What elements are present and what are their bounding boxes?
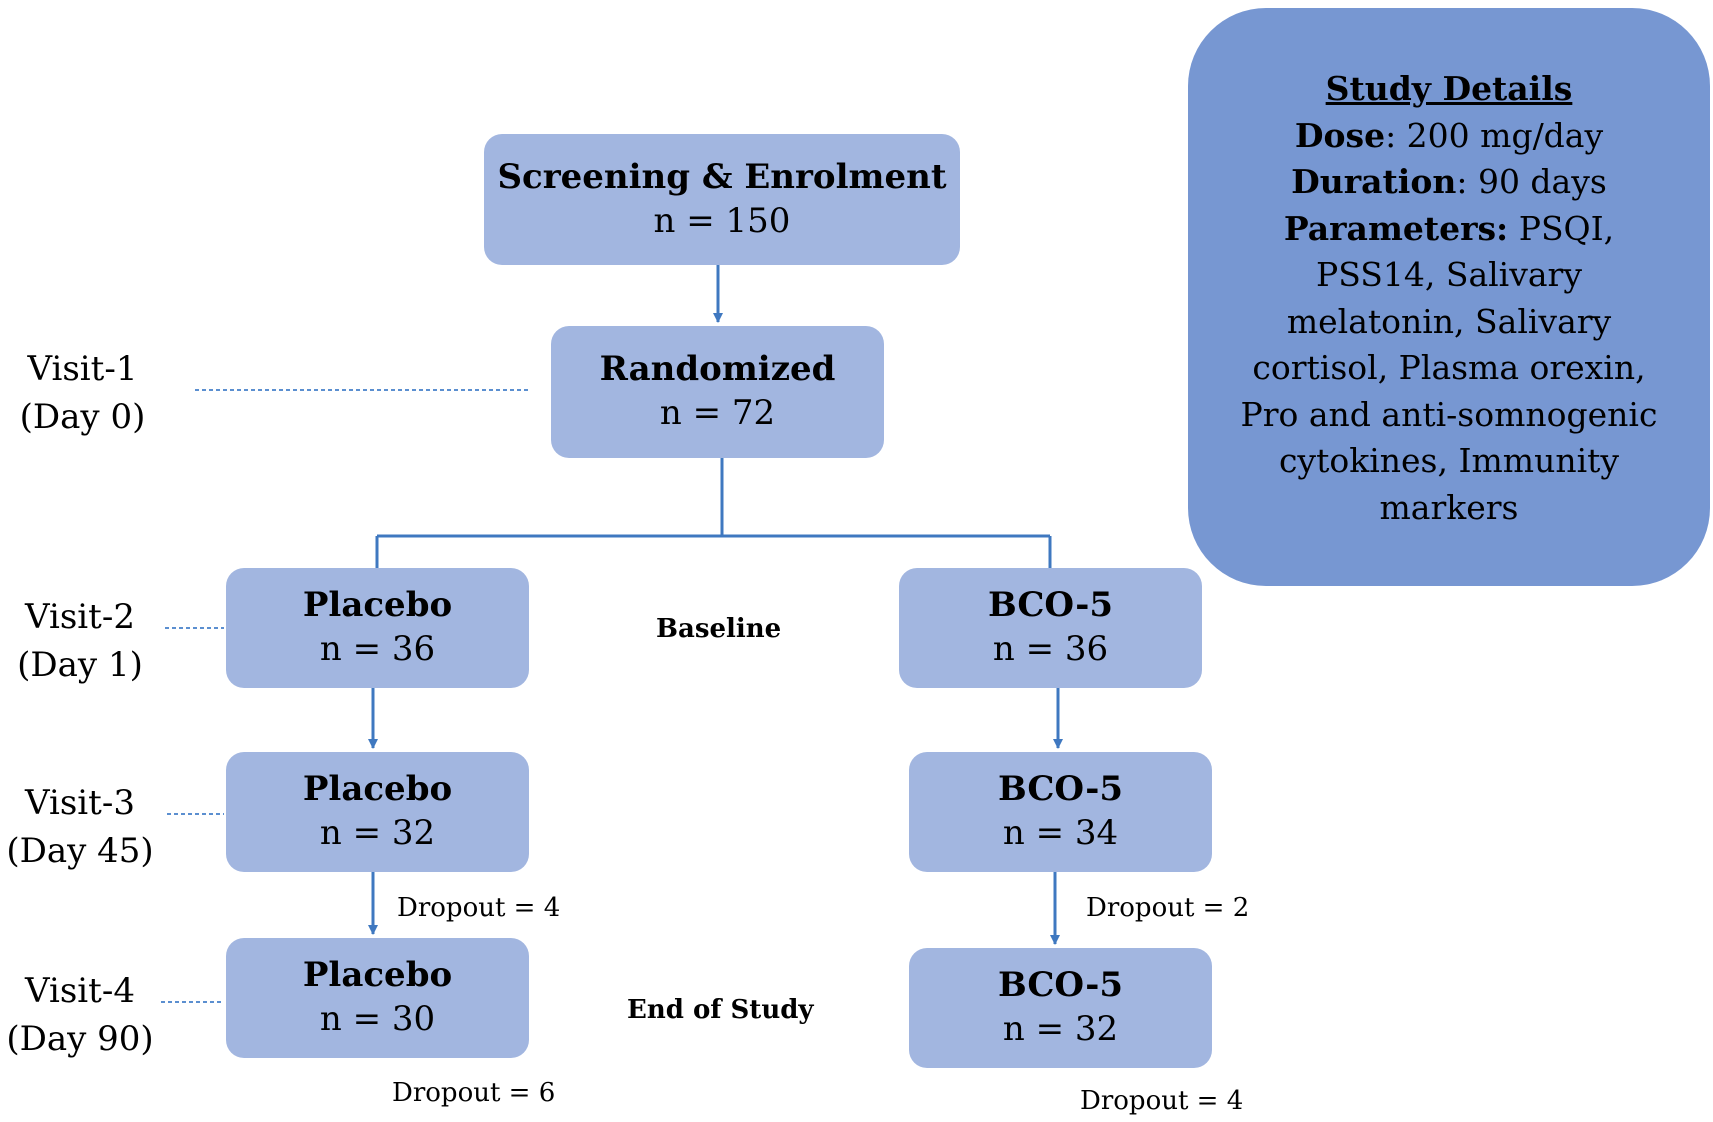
visit-name: Visit-1 — [27, 349, 138, 389]
duration-line: Duration: 90 days — [1212, 159, 1686, 206]
box-count: n = 36 — [319, 629, 436, 669]
parameters-text: PSS14, Salivary — [1316, 255, 1582, 295]
screening-enrolment-box: Screening & Enrolment n = 150 — [484, 134, 960, 265]
parameters-line: Parameters: PSQI, — [1212, 206, 1686, 253]
visit-3-label: Visit-3 (Day 45) — [0, 780, 160, 875]
box-count: n = 32 — [319, 813, 436, 853]
placebo-visit-3-dropout: Dropout = 4 — [397, 893, 561, 923]
box-title: Screening & Enrolment — [497, 156, 947, 197]
visit-1-label: Visit-1 (Day 0) — [0, 346, 165, 441]
baseline-label: Baseline — [656, 614, 782, 644]
visit-name: Visit-2 — [25, 597, 135, 637]
visit-day: (Day 1) — [17, 644, 143, 685]
placebo-visit-4-box: Placebo n = 30 — [226, 938, 529, 1058]
end-of-study-label: End of Study — [627, 995, 814, 1025]
parameters-label: Parameters: — [1283, 208, 1509, 248]
parameters-text: cortisol, Plasma orexin, — [1252, 348, 1646, 388]
parameters-text: PSQI, — [1508, 208, 1615, 248]
parameters-text: Pro and anti-somnogenic — [1240, 394, 1658, 434]
parameters-text: markers — [1379, 487, 1519, 527]
duration-value: : 90 days — [1456, 162, 1607, 202]
randomized-box: Randomized n = 72 — [551, 326, 884, 458]
box-title: Placebo — [302, 955, 453, 996]
box-title: BCO-5 — [997, 769, 1124, 810]
box-count: n = 30 — [319, 999, 436, 1039]
box-count: n = 34 — [1002, 813, 1119, 853]
placebo-visit-3-box: Placebo n = 32 — [226, 752, 529, 872]
visit-4-label: Visit-4 (Day 90) — [0, 968, 160, 1063]
box-title: BCO-5 — [997, 965, 1124, 1006]
parameters-text: melatonin, Salivary — [1286, 301, 1612, 341]
bco-visit-3-dropout: Dropout = 2 — [1086, 893, 1250, 923]
box-title: Randomized — [599, 349, 836, 390]
placebo-visit-2-box: Placebo n = 36 — [226, 568, 529, 688]
box-count: n = 32 — [1002, 1009, 1119, 1049]
bco-visit-3-box: BCO-5 n = 34 — [909, 752, 1212, 872]
visit-day: (Day 90) — [6, 1018, 154, 1059]
box-title: Placebo — [302, 769, 453, 810]
bco-visit-4-dropout: Dropout = 4 — [1080, 1086, 1244, 1116]
visit-day: (Day 45) — [6, 830, 154, 871]
visit-2-label: Visit-2 (Day 1) — [0, 594, 160, 689]
visit-day: (Day 0) — [19, 396, 146, 437]
box-count: n = 36 — [992, 629, 1109, 669]
dose-line: Dose: 200 mg/day — [1212, 113, 1686, 160]
dose-value: : 200 mg/day — [1385, 115, 1604, 155]
dose-label: Dose — [1294, 115, 1386, 155]
visit-name: Visit-4 — [25, 971, 135, 1011]
parameters-text: cytokines, Immunity — [1278, 441, 1620, 481]
visit-name: Visit-3 — [25, 783, 135, 823]
placebo-visit-4-dropout: Dropout = 6 — [392, 1078, 556, 1108]
study-details-panel: Study Details Dose: 200 mg/day Duration:… — [1188, 8, 1710, 586]
box-title: BCO-5 — [987, 585, 1114, 626]
box-title: Placebo — [302, 585, 453, 626]
box-count: n = 150 — [653, 200, 791, 241]
duration-label: Duration — [1291, 162, 1457, 202]
bco-visit-2-box: BCO-5 n = 36 — [899, 568, 1202, 688]
study-details-title: Study Details — [1325, 69, 1573, 108]
box-count: n = 72 — [659, 393, 776, 433]
bco-visit-4-box: BCO-5 n = 32 — [909, 948, 1212, 1068]
